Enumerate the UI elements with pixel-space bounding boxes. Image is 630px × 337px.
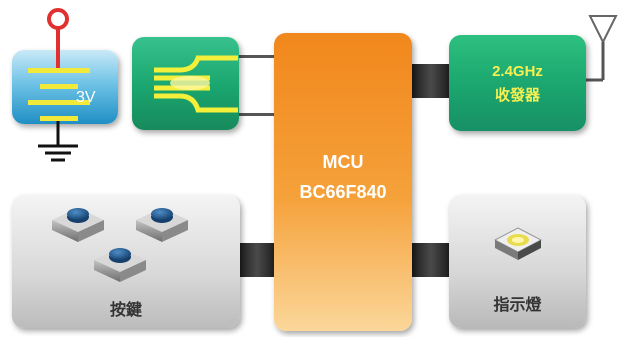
mcu-part-number: BC66F840 xyxy=(299,182,387,202)
rf-transceiver-label: 收發器 xyxy=(494,87,540,104)
buttons-mcu-connector xyxy=(238,243,276,277)
led-box xyxy=(449,195,586,328)
sensor-mcu-wire-bottom xyxy=(239,113,275,116)
led-label: 指示燈 xyxy=(493,297,542,314)
rf-frequency-label: 2.4GHz xyxy=(492,63,543,80)
battery-icon xyxy=(28,8,90,162)
buttons-label: 按鍵 xyxy=(109,302,142,319)
battery-voltage-label: 3V xyxy=(76,89,96,106)
mcu-led-connector xyxy=(412,243,450,277)
mcu-title: MCU xyxy=(322,152,364,172)
capacitor-icon xyxy=(154,55,238,113)
mcu-box xyxy=(274,33,412,331)
rf-transceiver-box xyxy=(449,35,586,131)
led-icon xyxy=(493,227,543,260)
antenna-icon xyxy=(586,15,618,82)
sensor-mcu-wire-top xyxy=(239,55,275,58)
mcu-rf-connector xyxy=(412,64,450,98)
push-button-icon xyxy=(52,208,188,282)
